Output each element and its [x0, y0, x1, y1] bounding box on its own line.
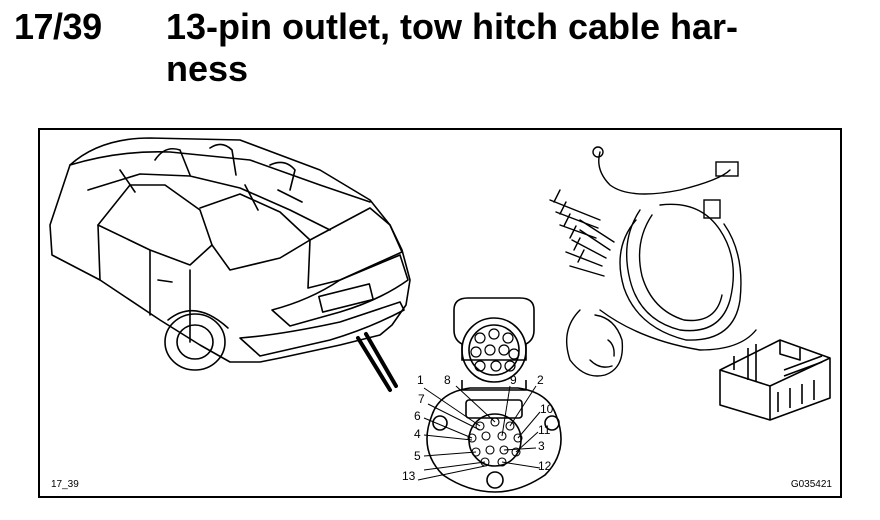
pin-label-4: 4 [414, 427, 421, 441]
illustration-frame: 1 2 3 4 5 6 7 8 9 10 11 12 13 17_39 G035… [38, 128, 842, 498]
pin-label-7: 7 [418, 392, 425, 406]
car-illustration [49, 137, 411, 392]
figure-label: 17_39 [51, 479, 79, 490]
pin-label-11: 11 [538, 423, 551, 437]
illustration-drawing [49, 137, 831, 493]
pin-label-9: 9 [510, 373, 517, 387]
pin-label-1: 1 [417, 373, 424, 387]
figure-code: G035421 [790, 479, 832, 490]
page-title-line-1: 13-pin outlet, tow hitch cable har- [166, 6, 739, 47]
socket-pin-diagram [417, 385, 562, 493]
socket-top-view [453, 297, 535, 391]
pin-label-2: 2 [537, 373, 544, 387]
pin-label-12: 12 [538, 459, 552, 473]
pin-label-3: 3 [538, 439, 545, 453]
pin-label-13: 13 [402, 469, 416, 483]
page-title: 13-pin outlet, tow hitch cable har- ness [166, 6, 806, 90]
page-title-line-2: ness [166, 48, 249, 89]
connector-block [719, 339, 831, 421]
pin-label-8: 8 [444, 373, 451, 387]
cable-harness [549, 146, 757, 377]
section-number: 17/39 [14, 6, 102, 47]
pin-label-5: 5 [414, 449, 421, 463]
pin-label-6: 6 [414, 409, 421, 423]
pin-label-10: 10 [540, 402, 554, 416]
